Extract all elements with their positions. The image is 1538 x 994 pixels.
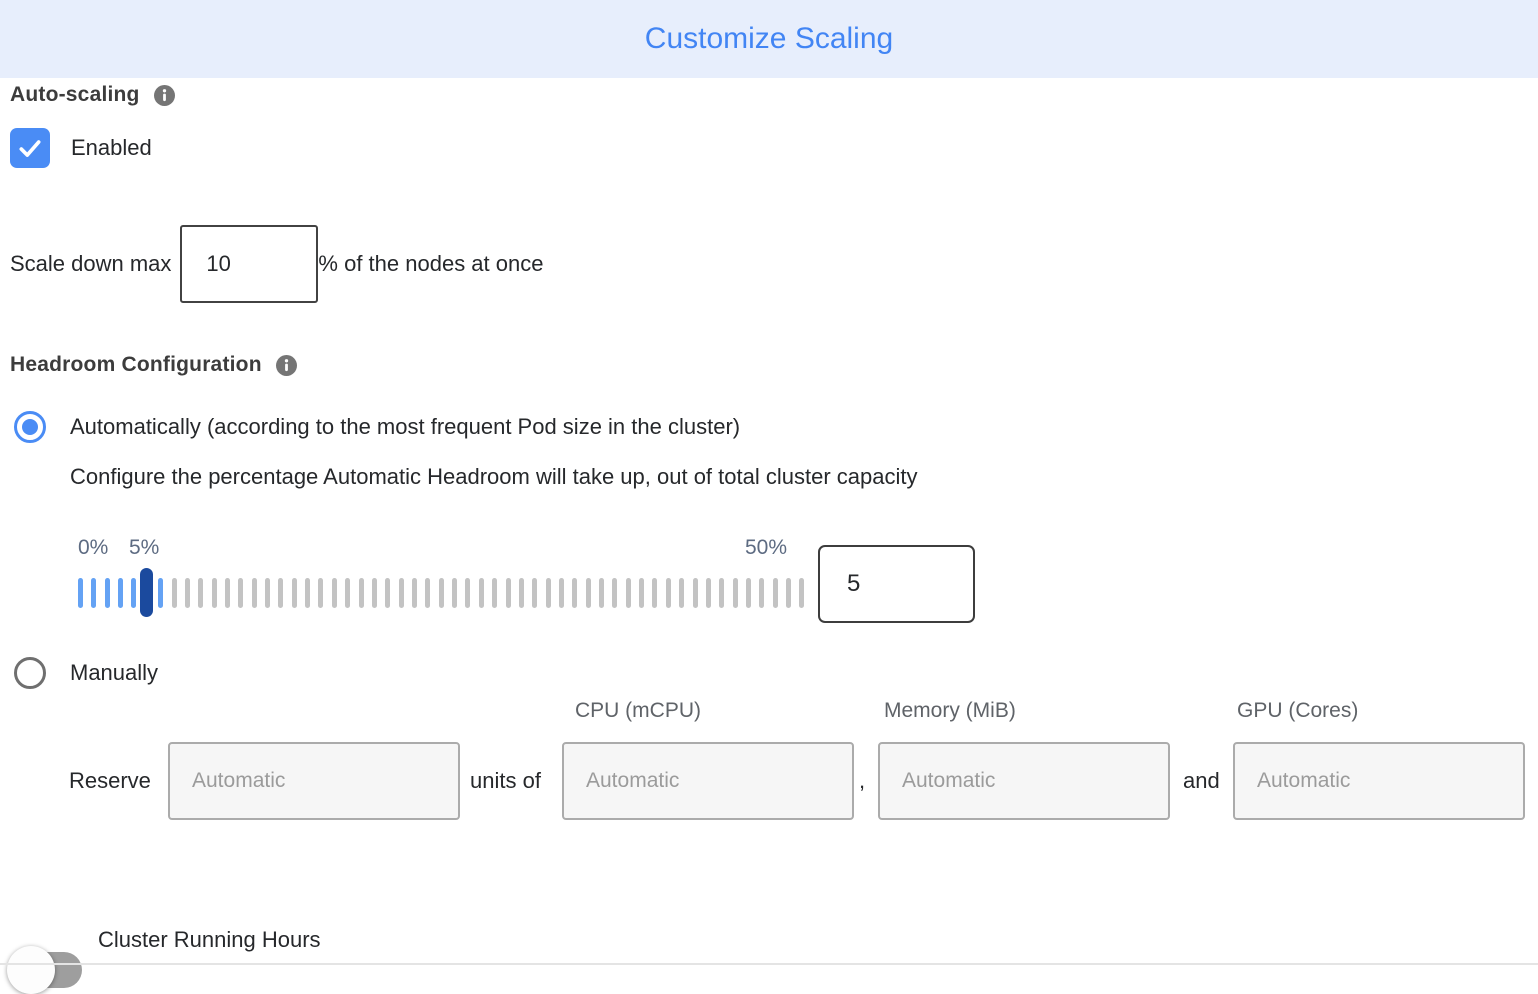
- slider-tick[interactable]: [398, 578, 404, 608]
- slider-tick[interactable]: [411, 578, 417, 608]
- slider-tick[interactable]: [478, 578, 484, 608]
- slider-tick[interactable]: [331, 578, 337, 608]
- slider-tick[interactable]: [745, 578, 751, 608]
- reserve-memory-input[interactable]: [878, 742, 1170, 820]
- auto-scaling-enabled-row: Enabled: [10, 128, 152, 168]
- bottom-divider: [0, 963, 1538, 965]
- reserve-cpu-input[interactable]: [562, 742, 854, 820]
- check-icon: [19, 140, 41, 157]
- slider-tick[interactable]: [91, 578, 97, 608]
- slider-tick[interactable]: [692, 578, 698, 608]
- slider-tick[interactable]: [251, 578, 257, 608]
- slider-tick[interactable]: [465, 578, 471, 608]
- headroom-automatic-row: Automatically (according to the most fre…: [14, 411, 740, 443]
- slider-tick[interactable]: [118, 578, 124, 608]
- slider-tick[interactable]: [438, 578, 444, 608]
- reserve-count-input[interactable]: [168, 742, 460, 820]
- slider-tick[interactable]: [799, 578, 805, 608]
- column-header-gpu: GPU (Cores): [1237, 699, 1359, 722]
- slider-tick[interactable]: [211, 578, 217, 608]
- slider-tick[interactable]: [639, 578, 645, 608]
- info-icon[interactable]: [275, 354, 297, 376]
- slider-tick[interactable]: [492, 578, 498, 608]
- headroom-value-input[interactable]: [818, 545, 975, 623]
- toggle-knob[interactable]: [7, 946, 55, 994]
- page-title: Customize Scaling: [644, 22, 894, 55]
- slider-thumb[interactable]: [140, 568, 153, 617]
- scale-down-max-label: Scale down max: [10, 251, 172, 276]
- slider-tick[interactable]: [612, 578, 618, 608]
- slider-tick[interactable]: [545, 578, 551, 608]
- and-label: and: [1183, 768, 1220, 793]
- cluster-running-hours-label: Cluster Running Hours: [98, 927, 321, 952]
- slider-tick[interactable]: [625, 578, 631, 608]
- headroom-automatic-radio[interactable]: [14, 411, 46, 443]
- slider-min-label: 0%: [78, 536, 109, 559]
- headroom-section-header: Headroom Configuration: [10, 353, 297, 377]
- slider-tick[interactable]: [385, 578, 391, 608]
- slider-tick[interactable]: [131, 578, 137, 608]
- slider-current-label: 5%: [129, 536, 160, 559]
- slider-max-label: 50%: [745, 536, 788, 559]
- slider-tick[interactable]: [78, 578, 83, 608]
- headroom-configuration-label: Headroom Configuration: [10, 353, 262, 376]
- slider-tick[interactable]: [532, 578, 538, 608]
- slider-tick[interactable]: [665, 578, 671, 608]
- auto-scaling-label: Auto-scaling: [10, 83, 140, 106]
- slider-tick[interactable]: [171, 578, 177, 608]
- slider-tick[interactable]: [732, 578, 738, 608]
- slider-tick[interactable]: [452, 578, 458, 608]
- slider-tick[interactable]: [759, 578, 765, 608]
- slider-tick[interactable]: [305, 578, 311, 608]
- slider-tick[interactable]: [599, 578, 605, 608]
- slider-tick[interactable]: [198, 578, 204, 608]
- slider-tick[interactable]: [772, 578, 778, 608]
- slider-tick[interactable]: [505, 578, 511, 608]
- headroom-automatic-label: Automatically (according to the most fre…: [70, 414, 741, 439]
- column-header-memory: Memory (MiB): [884, 699, 1016, 722]
- radio-dot: [22, 419, 38, 435]
- slider-tick[interactable]: [425, 578, 431, 608]
- slider-tick[interactable]: [158, 578, 164, 608]
- scale-down-row: Scale down max % of the nodes at once: [10, 225, 543, 303]
- headroom-manual-radio[interactable]: [14, 657, 46, 689]
- slider-tick[interactable]: [518, 578, 524, 608]
- slider-tick[interactable]: [585, 578, 591, 608]
- units-of-label: units of: [470, 768, 541, 793]
- enabled-label: Enabled: [71, 135, 152, 160]
- cluster-running-hours-toggle[interactable]: [7, 946, 82, 994]
- slider-tick[interactable]: [265, 578, 271, 608]
- slider-tick[interactable]: [679, 578, 685, 608]
- slider-tick[interactable]: [705, 578, 711, 608]
- dialog-header: Customize Scaling: [0, 0, 1538, 78]
- slider-tick[interactable]: [104, 578, 110, 608]
- slider-tick[interactable]: [184, 578, 190, 608]
- slider-tick[interactable]: [652, 578, 658, 608]
- slider-tick[interactable]: [558, 578, 564, 608]
- enabled-checkbox[interactable]: [10, 128, 50, 168]
- slider-tick[interactable]: [278, 578, 284, 608]
- auto-scaling-section-header: Auto-scaling: [10, 83, 175, 107]
- slider-tick[interactable]: [291, 578, 297, 608]
- headroom-automatic-description: Configure the percentage Automatic Headr…: [70, 464, 918, 489]
- slider-tick[interactable]: [238, 578, 244, 608]
- scale-down-max-suffix: % of the nodes at once: [318, 251, 544, 276]
- column-header-cpu: CPU (mCPU): [575, 699, 701, 722]
- scale-down-max-input[interactable]: [180, 225, 319, 303]
- slider-tick[interactable]: [224, 578, 230, 608]
- slider-tick[interactable]: [371, 578, 377, 608]
- slider-tick[interactable]: [786, 578, 792, 608]
- slider-tick[interactable]: [719, 578, 725, 608]
- slider-tick[interactable]: [572, 578, 578, 608]
- headroom-slider[interactable]: [78, 568, 805, 617]
- reserve-label: Reserve: [69, 768, 151, 793]
- comma-separator: ,: [859, 768, 866, 793]
- reserve-gpu-input[interactable]: [1233, 742, 1525, 820]
- info-icon[interactable]: [153, 84, 175, 106]
- slider-tick[interactable]: [318, 578, 324, 608]
- headroom-manual-row: Manually: [14, 657, 158, 689]
- headroom-manual-label: Manually: [70, 660, 159, 685]
- slider-tick[interactable]: [345, 578, 351, 608]
- slider-tick[interactable]: [358, 578, 364, 608]
